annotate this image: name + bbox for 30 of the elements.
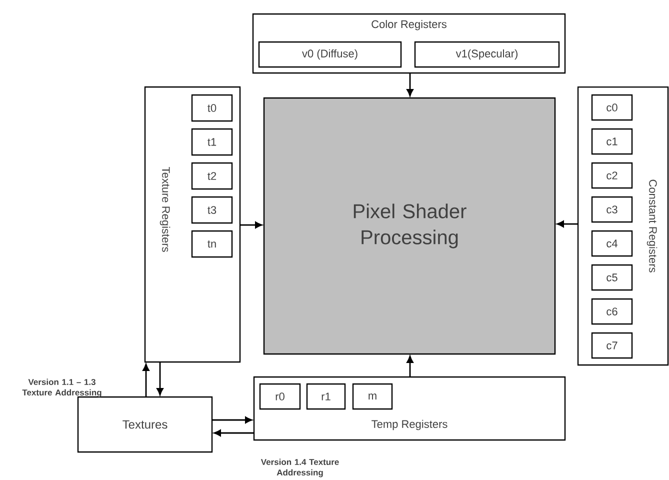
arrow	[240, 222, 262, 228]
register-box: c3	[591, 196, 633, 223]
register-box: r1	[306, 383, 346, 410]
arrow	[556, 220, 578, 228]
arrow	[212, 416, 252, 424]
register-box: c0	[591, 94, 633, 121]
register-box: v0 (Diffuse)	[258, 41, 402, 68]
texture-box: Textures	[77, 396, 213, 453]
register-box: v1(Specular)	[414, 41, 560, 68]
register-box: m	[352, 383, 393, 410]
register-box: r0	[259, 383, 301, 410]
arrow	[406, 356, 414, 377]
register-box: tn	[191, 230, 233, 258]
register-box: c2	[591, 162, 633, 189]
register-box: c6	[591, 298, 633, 325]
arrow	[142, 364, 150, 397]
register-box: t1	[191, 128, 233, 156]
register-box: c5	[591, 264, 633, 291]
register-box: t3	[191, 196, 233, 224]
arrow	[406, 73, 414, 96]
register-box: t2	[191, 162, 233, 190]
annotation-text: Version 1.1 – 1.3 Texture Addressing	[22, 378, 102, 398]
register-box: c1	[591, 128, 633, 155]
processing-box: Pixel Shader Processing	[263, 97, 556, 355]
register-box: c4	[591, 230, 633, 257]
annotation-text: Version 1.4 Texture Addressing	[260, 458, 339, 478]
arrow	[214, 430, 254, 436]
register-box: t0	[191, 94, 233, 122]
arrow	[156, 362, 164, 396]
register-box: c7	[591, 332, 633, 359]
